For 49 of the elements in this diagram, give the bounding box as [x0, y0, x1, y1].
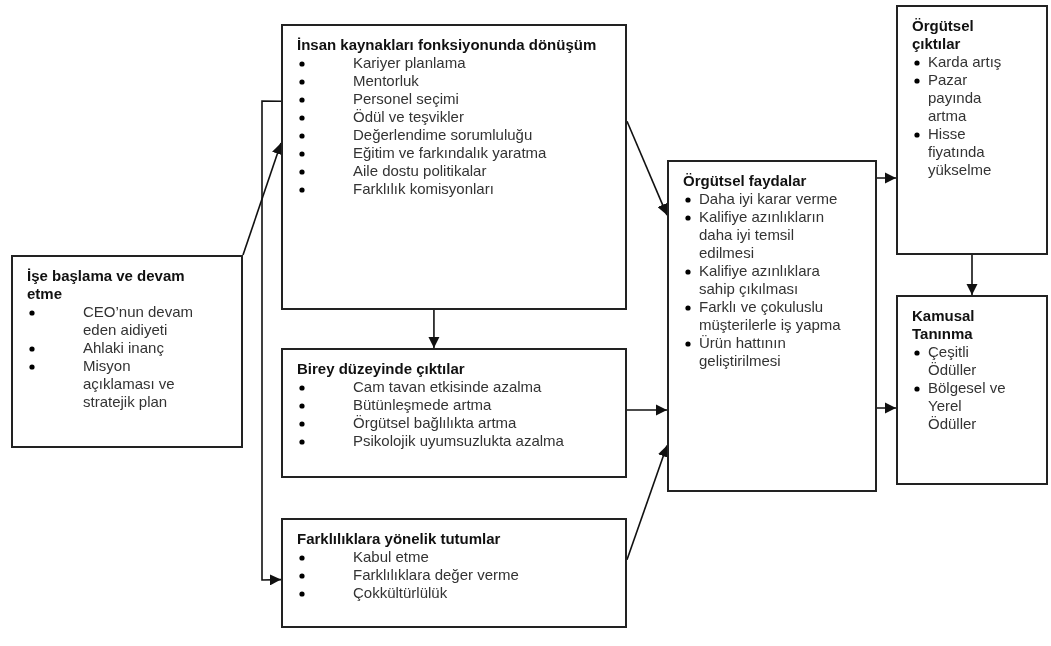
arrow	[966, 254, 978, 296]
list-item: Bölgesel ve Yerel Ödüller	[928, 379, 1007, 433]
list-item: Farklılıklara değer verme	[353, 566, 519, 584]
list-item: Karda artış	[928, 53, 1002, 71]
process-box	[281, 518, 627, 628]
arrow	[428, 309, 440, 349]
list-item: Kalifiye azınlıkların daha iyi temsil edilmesi	[699, 208, 826, 262]
list-item: Eğitim ve farkındalık yaratma	[353, 144, 547, 162]
list-item: Cam tavan etkisinde azalma	[353, 378, 542, 396]
list-item: Psikolojik uyumsuzlukta azalma	[353, 432, 564, 450]
list-item: Kabul etme	[353, 548, 429, 566]
list-item: Mentorluk	[353, 72, 419, 90]
box-heading: İşe başlama ve devam etme	[27, 267, 186, 303]
list-item: Farklılık komisyonları	[353, 180, 494, 198]
list-item: Misyon açıklaması ve stratejik plan	[83, 357, 176, 411]
list-item: Hisse fiyatında yükselme	[928, 125, 993, 179]
list-item: Bütünleşmede artma	[353, 396, 492, 414]
arrow	[876, 402, 897, 414]
arrow	[261, 100, 282, 586]
process-box	[896, 5, 1048, 255]
list-item: CEO’nun devam eden aidiyeti	[83, 303, 195, 339]
list-item: Pazar payında artma	[928, 71, 983, 125]
list-item: Ödül ve teşvikler	[353, 108, 464, 126]
process-box	[11, 255, 243, 448]
list-item: Farklı ve çokuluslu müşterilerle iş yapma	[699, 298, 842, 334]
list-item: Çeşitli Ödüller	[928, 343, 978, 379]
process-box	[896, 295, 1048, 485]
list-item: Çokkültürlülük	[353, 584, 448, 602]
list-item: Daha iyi karar verme	[699, 190, 838, 208]
box-heading: Örgütsel çıktılar	[912, 17, 975, 53]
list-item: Kalifiye azınlıklara sahip çıkılması	[699, 262, 821, 298]
box-heading: Kamusal Tanınma	[912, 307, 976, 343]
box-heading: Örgütsel faydalar	[683, 172, 808, 190]
list-item: Ahlaki inanç	[83, 339, 164, 357]
list-item: Örgütsel bağlılıkta artma	[353, 414, 517, 432]
box-heading: Birey düzeyinde çıktılar	[297, 360, 466, 378]
box-heading: İnsan kaynakları fonksiyonunda dönüşüm	[297, 36, 598, 54]
arrow	[876, 172, 897, 184]
process-box	[281, 24, 627, 310]
arrow	[242, 142, 283, 256]
process-box	[667, 160, 877, 492]
list-item: Ürün hattının geliştirilmesi	[699, 334, 787, 370]
process-box	[281, 348, 627, 478]
list-item: Personel seçimi	[353, 90, 459, 108]
list-item: Değerlendime sorumluluğu	[353, 126, 533, 144]
list-item: Aile dostu politikalar	[353, 162, 487, 180]
list-item: Kariyer planlama	[353, 54, 466, 72]
box-heading: Farklılıklara yönelik tutumlar	[297, 530, 502, 548]
arrow	[626, 404, 668, 416]
